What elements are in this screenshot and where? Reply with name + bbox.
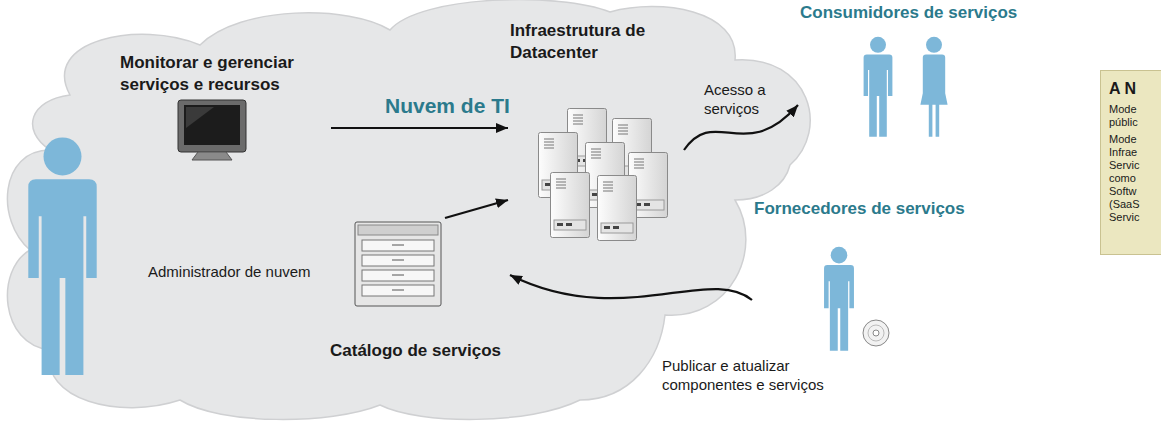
note-text: Mode Infrae Servic como Softw (SaaS Serv… [1109,133,1159,224]
provider-figure [824,247,854,351]
software-disc-part [873,330,879,336]
node-heading: Monitorar e gerenciar serviços e recurso… [120,52,325,96]
software-disc-part [863,320,889,346]
computer-monitor-part [178,100,246,152]
consumer-figures [864,37,948,137]
computer-monitor-part [186,107,214,128]
software-disc-part [868,325,884,341]
datacenter-servers-part [551,173,590,238]
datacenter-servers-part [598,176,637,241]
providers-node: Fornecedores de serviços [752,198,971,358]
node-heading: Catálogo de serviços [330,340,501,362]
catalog-cabinet-part [362,240,434,251]
note-text: Mode públic [1109,103,1159,129]
consumer-figures-part [920,37,947,137]
catalog-cabinet-part [355,222,441,306]
computer-monitor-part [184,105,240,145]
note-heading: A N [1109,79,1159,99]
administrator-node: Monitorar e gerenciar serviços e recurso… [15,38,331,393]
catalog-cabinet-part [362,285,434,296]
flow-arrow [331,127,508,129]
catalog-node: Catálogo de serviços [325,218,510,366]
catalog-cabinet-part [392,260,404,261]
catalog-cabinet-part [362,270,434,281]
figure-caption: Administrador de nuvem [148,263,311,282]
catalog-cabinet-part [392,290,404,291]
cloud-shape [7,0,810,419]
node-heading: Consumidores de serviços [800,2,1017,23]
cloud-title: Nuvem de TI [385,93,510,119]
computer-monitor [178,100,246,160]
catalog-cabinet-part [392,245,404,246]
node-heading: Infraestrutura de Datacenter [510,20,678,64]
node-heading: Fornecedores de serviços [754,198,965,219]
catalog-cabinet-part [358,225,438,235]
catalog-cabinet [355,222,441,306]
edge-label: Publicar e atualizar componentes e servi… [662,356,842,394]
consumer-figures-part [864,37,893,137]
computer-monitor-part [192,152,232,160]
provider-figure-part [824,247,854,351]
catalog-cabinet-part [392,275,404,276]
catalog-cabinet-part [362,255,434,266]
consumers-node: Consumidores de serviços [798,2,1024,147]
software-disc [863,320,889,346]
datacenter-node: Infraestrutura de Datacenter [508,12,684,247]
note-panel: A N Mode públicMode Infrae Servic como So… [1100,70,1161,255]
edge-label: Acesso a serviços [704,80,782,118]
